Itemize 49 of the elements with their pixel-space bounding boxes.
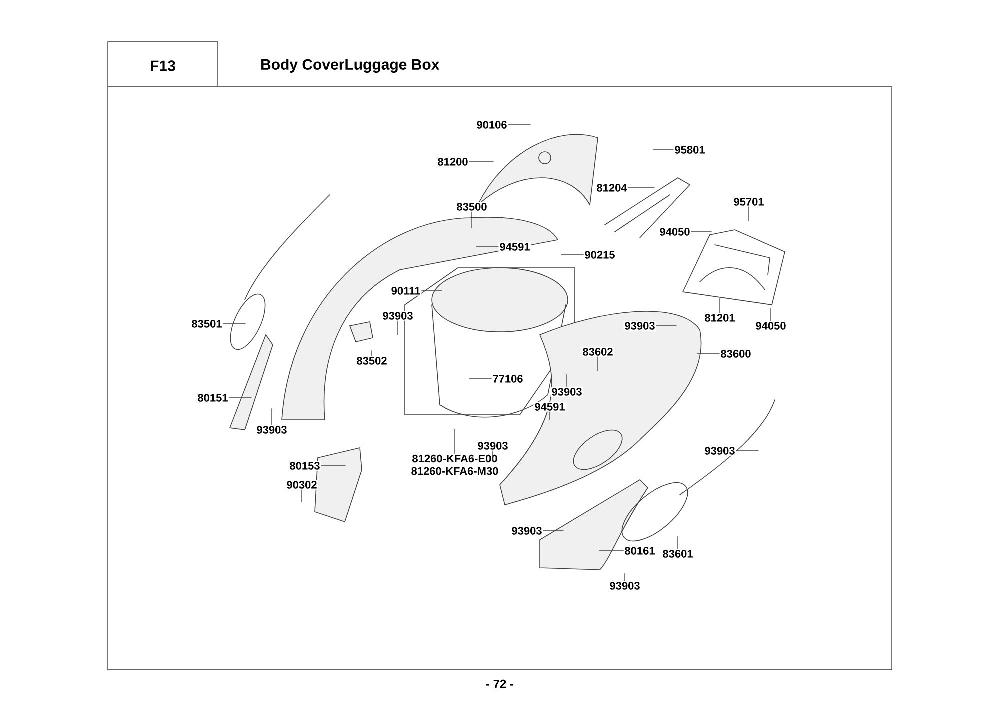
leader-line <box>508 124 531 126</box>
callout-number: 80151 <box>196 393 230 403</box>
callout-number: 93903 <box>704 446 736 456</box>
leader-line <box>624 574 626 582</box>
callout-number: 81201 <box>704 313 736 323</box>
callout-number: 93903 <box>510 526 544 536</box>
callout-number: 83601 <box>662 549 694 559</box>
callout-number: 94591 <box>498 242 532 252</box>
callout-number: 80161 <box>624 546 656 556</box>
leader-line <box>422 290 442 292</box>
callout-number: 90111 <box>390 286 422 296</box>
callout-number: 93903 <box>608 581 642 591</box>
callout-number: 93903 <box>624 321 656 331</box>
callout-number: 94050 <box>754 321 788 331</box>
page-number: - 72 - <box>486 680 514 688</box>
callout-number: 90302 <box>286 480 318 490</box>
callout-number: 81260-KFA6-E00 81260-KFA6-M30 <box>410 454 500 476</box>
leader-line <box>736 450 759 452</box>
callout-number: 95701 <box>732 197 766 207</box>
leader-line <box>476 246 499 248</box>
leader-line <box>454 429 456 454</box>
figure-code: F13 <box>151 60 176 72</box>
callout-number: 81204 <box>596 183 628 193</box>
callout-number: 90215 <box>584 250 616 260</box>
leader-line <box>566 374 568 388</box>
callout-number: 80153 <box>288 461 322 471</box>
callout-number: 81200 <box>436 157 470 167</box>
callout-number: 93903 <box>382 311 414 321</box>
callout-number: 83501 <box>190 319 224 329</box>
callout-number: 83602 <box>582 347 614 357</box>
leader-line <box>492 450 494 462</box>
callout-number: 77106 <box>492 374 524 384</box>
leader-line <box>599 550 624 552</box>
callout-number: 95801 <box>674 145 706 155</box>
leader-line <box>543 530 564 532</box>
leader-line <box>469 378 492 380</box>
leader-line <box>748 206 750 222</box>
callout-number: 94050 <box>658 227 692 237</box>
callout-number: 83500 <box>456 202 488 212</box>
page-title: Body CoverLuggage Box <box>262 58 440 74</box>
callout-number: 93903 <box>550 387 584 397</box>
leader-line <box>770 308 772 322</box>
callout-number: 83600 <box>720 349 752 359</box>
callout-number: 94591 <box>534 402 566 412</box>
leader-line <box>561 254 584 256</box>
callout-number: 90106 <box>476 120 508 130</box>
callout-number: 83502 <box>356 356 388 366</box>
callout-number: 93903 <box>476 441 510 451</box>
callout-number: 93903 <box>256 425 288 435</box>
